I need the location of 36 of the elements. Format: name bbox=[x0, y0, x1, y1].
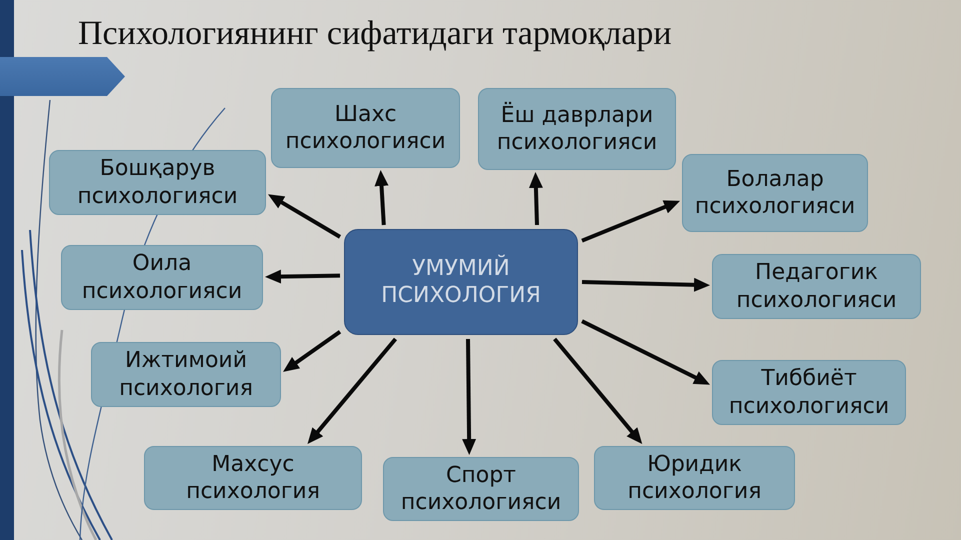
arrow bbox=[581, 319, 710, 385]
slide-title: Психологиянинг сифатидаги тармоқлари bbox=[78, 14, 672, 54]
branch-box bbox=[682, 154, 868, 232]
branch-box bbox=[594, 446, 795, 510]
branch-box bbox=[271, 88, 460, 168]
box-label: Болалар психологияси bbox=[694, 166, 856, 220]
box-label: Ижтимоий психология bbox=[118, 347, 254, 402]
arrow bbox=[581, 200, 680, 243]
arrow bbox=[265, 270, 340, 284]
box-label: Спорт психологияси bbox=[400, 462, 562, 516]
box-label: Юридик психология bbox=[626, 450, 762, 506]
arrow bbox=[308, 338, 398, 444]
box-label: Ёш даврлари психологияси bbox=[496, 102, 658, 156]
branch-box bbox=[383, 457, 579, 521]
box-label: УМУМИЙ ПСИХОЛОГИЯ bbox=[380, 254, 542, 310]
arrow bbox=[283, 330, 342, 372]
arrow bbox=[268, 194, 342, 239]
branch-box bbox=[144, 446, 362, 510]
box-label: Махсус психология bbox=[185, 450, 321, 506]
branch-box bbox=[91, 342, 281, 407]
branch-box bbox=[478, 88, 676, 170]
arrow bbox=[374, 170, 389, 226]
arrow bbox=[582, 278, 710, 292]
branch-box bbox=[712, 360, 906, 425]
box-label: Оила психологияси bbox=[80, 250, 244, 305]
arrow bbox=[528, 172, 543, 226]
branch-box bbox=[49, 150, 266, 215]
box-label: Педагогик психологияси bbox=[735, 259, 898, 314]
arrow bbox=[553, 338, 642, 444]
branch-box bbox=[61, 245, 263, 310]
box-label: Тиббиёт психологияси bbox=[728, 365, 890, 420]
box-label: Шахс психологияси bbox=[284, 100, 447, 156]
box-label: Бошқарув психологияси bbox=[76, 155, 239, 210]
branch-box bbox=[712, 254, 921, 319]
central-box bbox=[344, 229, 578, 335]
arrow bbox=[462, 338, 476, 455]
